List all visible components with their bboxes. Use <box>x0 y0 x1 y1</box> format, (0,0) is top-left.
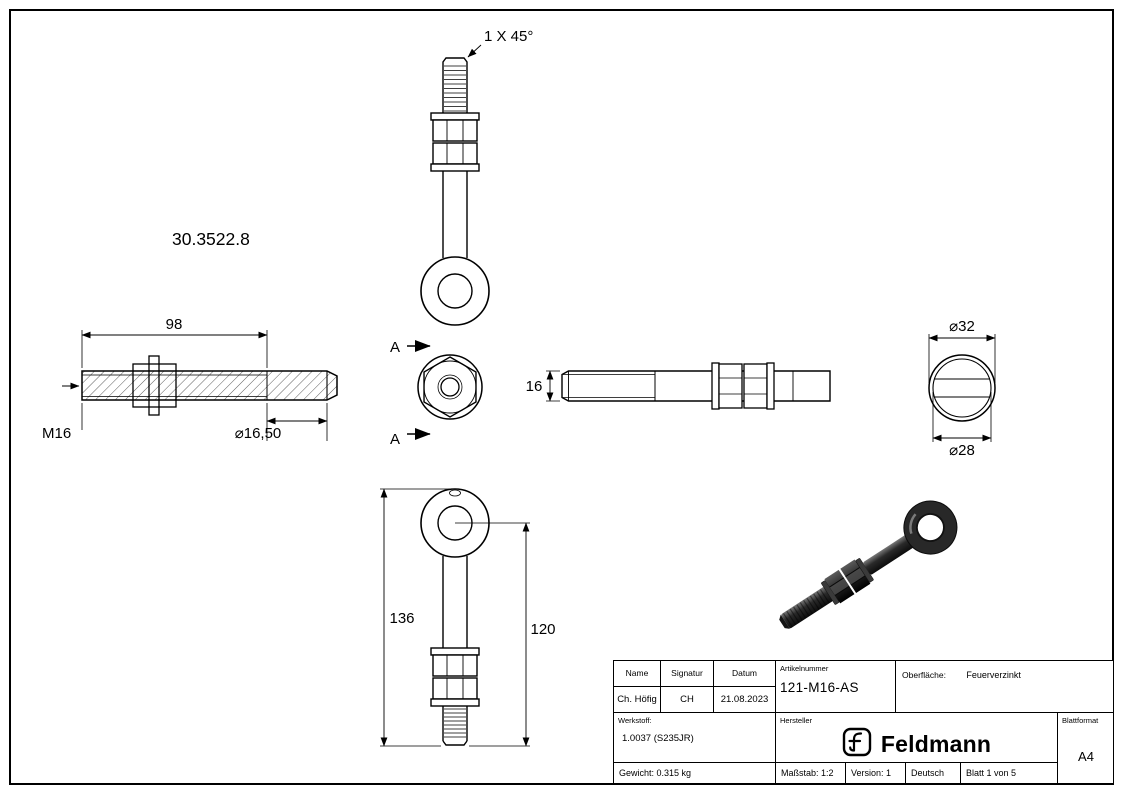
hersteller-header: Hersteller <box>780 716 813 725</box>
section-view-nut: A A <box>390 339 483 448</box>
brand-name: Feldmann <box>880 731 992 757</box>
artikelnummer-value: 121-M16-AS <box>780 680 859 695</box>
werkstoff-cell: Werkstoff: 1.0037 (S235JR) <box>614 713 776 763</box>
section-label-top: A <box>390 339 400 356</box>
blattformat-value: A4 <box>1078 749 1094 764</box>
werkstoff-value: 1.0037 (S235JR) <box>622 733 694 744</box>
signatur-header: Signatur <box>661 661 714 687</box>
section-label-bottom: A <box>390 431 400 448</box>
stamp-mark <box>449 489 461 497</box>
chamfer-leader-line <box>467 44 482 58</box>
werkstoff-header: Werkstoff: <box>618 716 652 725</box>
section-view-rod: 98 M16 ⌀16,50 <box>42 316 338 442</box>
blatt-cell: Blatt 1 von 5 <box>961 763 1058 784</box>
dim-shank-length-label: 120 <box>530 621 555 638</box>
oberflaeche-value: Feuerverzinkt <box>966 670 1021 680</box>
dim-eye-outer-diameter-label: ⌀32 <box>949 318 975 335</box>
dim-total-length-label: 136 <box>389 610 414 627</box>
dim-thread-length-label: 98 <box>166 316 183 333</box>
datum-value: 21.08.2023 <box>714 687 776 713</box>
sheet-frame <box>9 9 1114 785</box>
version-cell: Version: 1 <box>846 763 906 784</box>
front-view-eyebolt-top: 1 X 45° <box>420 28 533 326</box>
dim-eye-inner-diameter-label: ⌀28 <box>949 442 975 459</box>
dim-rod-diameter-label: 16 <box>526 378 543 395</box>
iso-render-eyebolt <box>779 500 958 629</box>
dim-thread-size-label: M16 <box>42 425 71 442</box>
artikelnummer-cell: Artikelnummer 121-M16-AS <box>776 661 896 713</box>
artikelnummer-header: Artikelnummer <box>780 664 829 673</box>
end-view-eye: ⌀32 ⌀28 <box>928 318 996 459</box>
blattformat-header: Blattformat <box>1062 716 1099 725</box>
side-view-eyebolt: 16 <box>526 362 831 410</box>
chamfer-annotation: 1 X 45° <box>484 28 533 45</box>
feldmann-logo-icon <box>842 727 872 762</box>
front-view-eyebolt-bottom: 136 120 <box>380 488 556 747</box>
hersteller-cell: Hersteller Feldmann <box>776 713 1058 763</box>
gewicht-cell: Gewicht: 0.315 kg <box>614 763 776 784</box>
massstab-cell: Maßstab: 1:2 <box>776 763 846 784</box>
name-value: Ch. Höfig <box>614 687 661 713</box>
name-header: Name <box>614 661 661 687</box>
part-number-label: 30.3522.8 <box>172 229 250 249</box>
blattformat-cell: Blattformat A4 <box>1058 713 1114 784</box>
oberflaeche-header: Oberfläche: <box>902 670 946 680</box>
signatur-value: CH <box>661 687 714 713</box>
oberflaeche-cell: Oberfläche: Feuerverzinkt <box>896 661 1114 713</box>
title-block: Name Ch. Höfig Signatur CH Datum 21.08.2… <box>613 660 1114 784</box>
dim-shaft-diameter-label: ⌀16,50 <box>235 425 282 442</box>
sprache-cell: Deutsch <box>906 763 961 784</box>
datum-header: Datum <box>714 661 776 687</box>
